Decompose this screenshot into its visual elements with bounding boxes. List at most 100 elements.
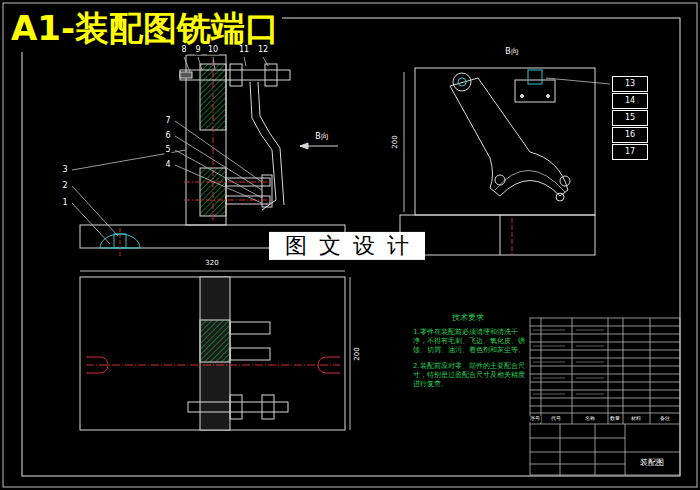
callout-number: 2 bbox=[61, 182, 68, 191]
drawing-frame bbox=[3, 3, 697, 487]
title-block bbox=[530, 342, 680, 343]
side-view bbox=[556, 193, 564, 201]
item-number: 13 bbox=[625, 80, 635, 88]
watermark: 图文设计 bbox=[269, 232, 425, 260]
parts-list-text-lines bbox=[533, 362, 565, 363]
parts-list-text-lines bbox=[576, 346, 604, 347]
parts-list-text-lines bbox=[533, 330, 604, 394]
item-box: 14 bbox=[612, 93, 648, 109]
side-view bbox=[515, 80, 555, 102]
title-block bbox=[530, 438, 625, 439]
item-box: 17 bbox=[612, 144, 648, 160]
top-view bbox=[350, 277, 351, 430]
front-view bbox=[230, 64, 242, 86]
side-view bbox=[547, 95, 550, 98]
parts-list-text-lines bbox=[533, 346, 565, 347]
leader-line bbox=[175, 121, 262, 182]
side-view bbox=[500, 215, 501, 255]
item-number: 15 bbox=[625, 114, 635, 122]
top-view bbox=[200, 277, 230, 430]
title-block bbox=[572, 318, 573, 424]
title-block bbox=[530, 334, 680, 335]
callout-number: 12 bbox=[257, 46, 269, 55]
callout-number: 6 bbox=[164, 132, 171, 141]
top-view bbox=[262, 395, 274, 419]
top-view bbox=[230, 395, 242, 419]
title-block bbox=[530, 366, 680, 367]
dimension: 200 bbox=[354, 346, 362, 361]
title-block bbox=[530, 382, 680, 383]
leader-line bbox=[263, 57, 268, 66]
callout-number: 11 bbox=[238, 46, 250, 55]
title-block bbox=[530, 358, 680, 359]
side-view bbox=[458, 78, 466, 86]
side-view bbox=[450, 78, 568, 196]
title-block bbox=[530, 318, 680, 475]
leader-line bbox=[175, 165, 262, 203]
item-number: 14 bbox=[625, 97, 635, 105]
notes-heading: 技术要求 bbox=[451, 314, 485, 323]
side-view bbox=[404, 72, 405, 212]
front-view bbox=[300, 143, 308, 149]
item-box: 15 bbox=[612, 110, 648, 126]
item-number: 17 bbox=[625, 148, 635, 156]
table-cell: 材料 bbox=[630, 416, 642, 422]
dimension: 200 bbox=[392, 134, 400, 149]
title-block bbox=[530, 464, 625, 465]
side-view bbox=[528, 70, 542, 84]
title-block bbox=[530, 374, 680, 375]
table-cell: 序号 bbox=[529, 416, 541, 422]
top-view bbox=[80, 271, 350, 430]
side-view bbox=[560, 176, 570, 186]
top-view bbox=[230, 322, 270, 334]
top-view bbox=[80, 271, 345, 272]
top-view bbox=[80, 277, 345, 430]
dimension: 320 bbox=[204, 260, 219, 268]
callout-number: 1 bbox=[61, 199, 68, 208]
front-view bbox=[213, 60, 214, 222]
item-number: 16 bbox=[625, 131, 635, 139]
top-view bbox=[230, 348, 270, 360]
callout-number: 7 bbox=[164, 117, 171, 126]
leader-line bbox=[184, 57, 190, 72]
title-block bbox=[530, 406, 680, 407]
side-view bbox=[415, 68, 595, 215]
leader-line bbox=[72, 203, 110, 244]
callout-number: 4 bbox=[164, 161, 171, 170]
view-label: B向 bbox=[504, 48, 520, 57]
parts-list-text-lines bbox=[576, 394, 604, 395]
table-cell: 装配图 bbox=[639, 459, 665, 468]
front-view bbox=[262, 175, 272, 207]
title-block bbox=[541, 318, 542, 424]
callout-number: 3 bbox=[61, 166, 68, 175]
title-block bbox=[530, 424, 680, 425]
drawing-frame bbox=[22, 18, 680, 476]
drawing-frame bbox=[3, 3, 697, 487]
front-view bbox=[180, 72, 192, 78]
title-block bbox=[530, 350, 680, 351]
side-view bbox=[521, 95, 524, 98]
item-box: 16 bbox=[612, 127, 648, 143]
title-block bbox=[530, 326, 680, 327]
parts-list-text-lines bbox=[533, 378, 565, 379]
parts-list-text-lines bbox=[533, 394, 565, 395]
callout-number: 10 bbox=[207, 46, 219, 55]
leader-line bbox=[546, 78, 610, 84]
title-block bbox=[530, 390, 680, 391]
leader-line bbox=[198, 57, 202, 70]
front-view bbox=[180, 70, 290, 80]
top-view bbox=[188, 402, 288, 412]
parts-list-text-lines bbox=[576, 362, 604, 363]
front-view bbox=[250, 82, 276, 210]
parts-list-text-lines bbox=[576, 378, 604, 379]
title-block bbox=[650, 318, 651, 424]
side-view bbox=[400, 215, 595, 255]
side-view bbox=[495, 170, 565, 192]
title-block bbox=[595, 424, 596, 475]
side-view bbox=[453, 73, 471, 91]
leader-line bbox=[175, 150, 262, 198]
title-block bbox=[623, 318, 624, 424]
leader-line bbox=[244, 57, 246, 66]
note-text: 1.零件在装配前必须清理和清洗干净，不得有毛刺、飞边、氧化皮、锈蚀、切屑、油污、… bbox=[413, 328, 525, 355]
note-text: 2.装配前应对零、部件的主要配合尺寸，特别是过盈配合尺寸及相关精度进行复查。 bbox=[413, 362, 525, 389]
